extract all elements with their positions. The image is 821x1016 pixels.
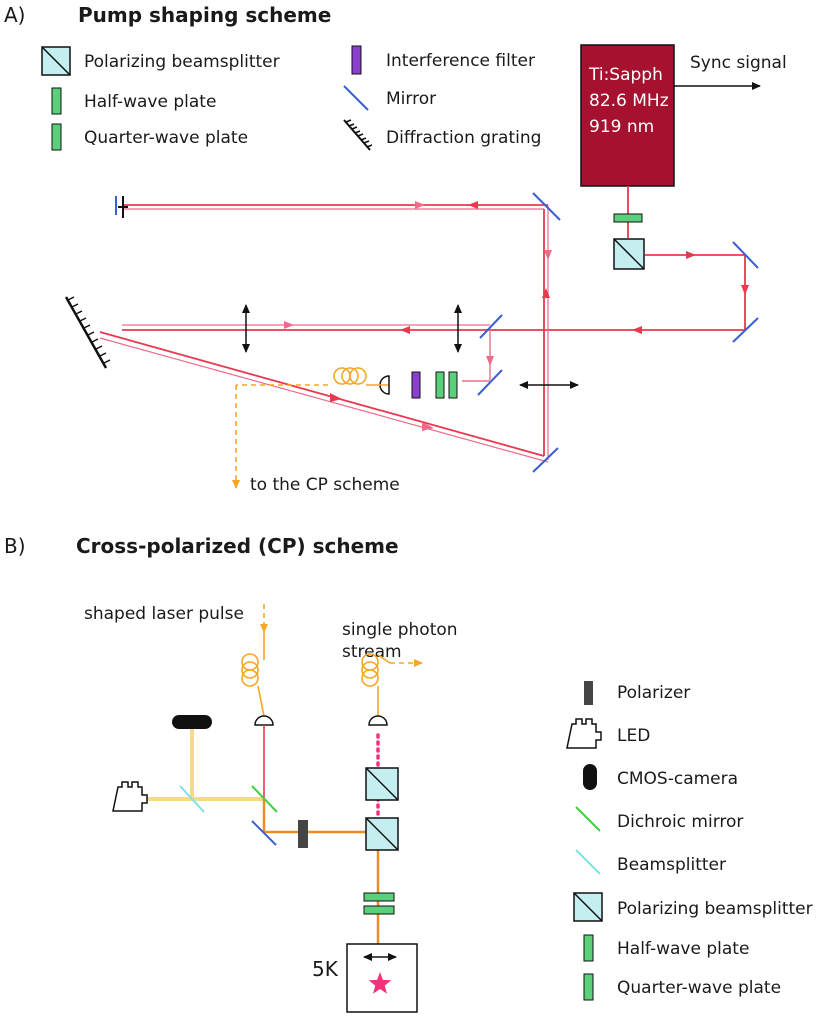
polarizing-beamsplitter-b-bottom — [365, 817, 399, 851]
half-wave-plate-a — [435, 371, 445, 399]
laser-line-1: Ti:Sapph — [588, 65, 663, 85]
legend-b-label-polarizer: Polarizer — [617, 683, 690, 703]
legend-a-label-grating: Diffraction grating — [386, 128, 541, 148]
quarter-wave-plate-icon — [51, 123, 62, 151]
to-cp-label: to the CP scheme — [250, 475, 400, 495]
legend-a-label-filter: Interference filter — [386, 51, 535, 71]
fiber-coupler-lens-b-out — [368, 715, 388, 726]
polarizing-beamsplitter-b-top — [365, 767, 399, 801]
led-b — [112, 781, 148, 812]
legend-b-label-cmos: CMOS-camera — [617, 769, 738, 789]
legend-b-label-pbs: Polarizing beamsplitter — [617, 899, 813, 919]
half-wave-plate-b — [363, 892, 395, 902]
ti-sapph-laser: Ti:Sapph 82.6 MHz 919 nm — [580, 44, 675, 187]
diffraction-grating-a — [64, 296, 111, 369]
legend-b: Polarizer LED CMOS-camera Dichroic mirro… — [566, 681, 813, 1001]
shaped-pulse-label: shaped laser pulse — [84, 604, 244, 624]
beam-direction-markers — [284, 201, 749, 431]
mirror-b — [251, 820, 277, 846]
led-icon — [566, 718, 602, 749]
beamsplitter-b — [179, 785, 205, 813]
legend-b-label-qwp: Quarter-wave plate — [617, 978, 781, 998]
quarter-wave-plate-a — [448, 371, 458, 399]
sync-label: Sync signal — [690, 53, 787, 73]
legend-b-label-hwp: Half-wave plate — [617, 939, 749, 959]
section-b-letter: B) — [4, 534, 26, 558]
legend-a: Polarizing beamsplitter Half-wave plate … — [41, 45, 541, 151]
quarter-wave-plate-b — [363, 905, 395, 915]
dichroic-mirror-icon — [575, 806, 601, 832]
interference-filter-a — [411, 371, 421, 399]
fibers-b — [241, 604, 423, 717]
section-b-title: Cross-polarized (CP) scheme — [76, 534, 399, 558]
polarizing-beamsplitter-icon — [573, 892, 603, 922]
beamsplitter-icon — [575, 849, 601, 875]
cmos-camera-b — [172, 715, 212, 729]
polarizing-beamsplitter-a — [613, 238, 645, 270]
legend-b-label-led: LED — [617, 726, 650, 746]
legend-b-label-beamsplitter: Beamsplitter — [617, 855, 726, 875]
fiber-coupler-lens-b-in — [254, 715, 274, 726]
single-photon-label-1: single photon — [342, 620, 458, 640]
interference-filter-icon — [351, 45, 362, 75]
legend-a-label-pbs: Polarizing beamsplitter — [84, 52, 280, 72]
half-wave-plate-icon — [51, 87, 62, 115]
polarizer-b — [298, 820, 308, 848]
fiber-coil-a — [232, 367, 388, 489]
quantum-dot-star-icon — [368, 972, 392, 994]
dichroic-mirror-b — [251, 785, 278, 813]
beam-block — [118, 196, 128, 218]
laser-line-2: 82.6 MHz — [589, 91, 669, 111]
cmos-camera-icon — [583, 764, 597, 790]
mirrors-a — [115, 192, 759, 473]
legend-a-label-mirror: Mirror — [386, 89, 436, 109]
legend-a-label-hwp: Half-wave plate — [84, 92, 216, 112]
legend-b-label-dichroic: Dichroic mirror — [617, 812, 743, 832]
polarizing-beamsplitter-icon — [41, 46, 71, 76]
section-a-letter: A) — [4, 3, 25, 27]
half-wave-plate-icon — [583, 934, 594, 962]
legend-a-label-qwp: Quarter-wave plate — [84, 128, 248, 148]
cryostat-label: 5K — [312, 957, 339, 981]
pump-beam-paths — [99, 186, 746, 463]
diffraction-grating-icon — [343, 119, 373, 151]
quarter-wave-plate-icon — [583, 973, 594, 1001]
mirror-icon — [343, 85, 369, 111]
laser-line-3: 919 nm — [589, 117, 654, 137]
wave-plate-laser-output — [613, 213, 643, 223]
section-a-title: Pump shaping scheme — [78, 3, 331, 27]
polarizer-icon — [584, 681, 593, 705]
translation-arrows-a — [242, 304, 579, 389]
single-photon-label-2: stream — [342, 642, 402, 662]
